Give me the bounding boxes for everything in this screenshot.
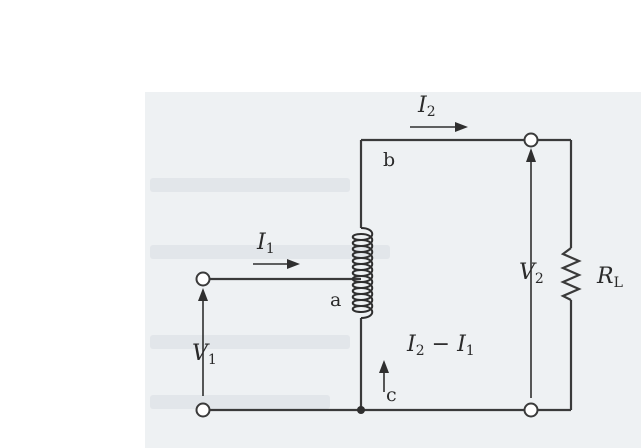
faded-text-band [150,178,350,192]
faded-text-band [150,335,350,349]
faded-text-band [150,245,390,259]
faded-text-band [150,395,330,409]
label-v1: V1 [192,341,217,368]
label-v2: V2 [519,260,544,287]
load-resistor [560,247,582,301]
label-node-a: a [330,289,342,311]
output-terminal-top [523,132,539,148]
v2-arrow-head [526,148,536,162]
label-rl: RL [597,264,623,291]
output-terminal-bottom [523,402,539,418]
label-i2-minus-i1: I2 − I1 [407,332,475,359]
label-node-c: c [386,384,397,406]
label-i1: I1 [257,230,275,257]
i1-arrow-head [287,259,300,269]
v1-arrow-head [198,288,208,301]
input-terminal-bottom [195,402,211,418]
junction-c [357,406,365,414]
i2-arrow-head [455,122,468,132]
i2-minus-i1-arrow-head [379,360,389,373]
label-node-b: b [383,149,396,171]
label-i2: I2 [418,93,436,120]
inductor-coil [351,227,374,319]
input-terminal-top [195,271,211,287]
scanned-page-background [145,92,641,448]
